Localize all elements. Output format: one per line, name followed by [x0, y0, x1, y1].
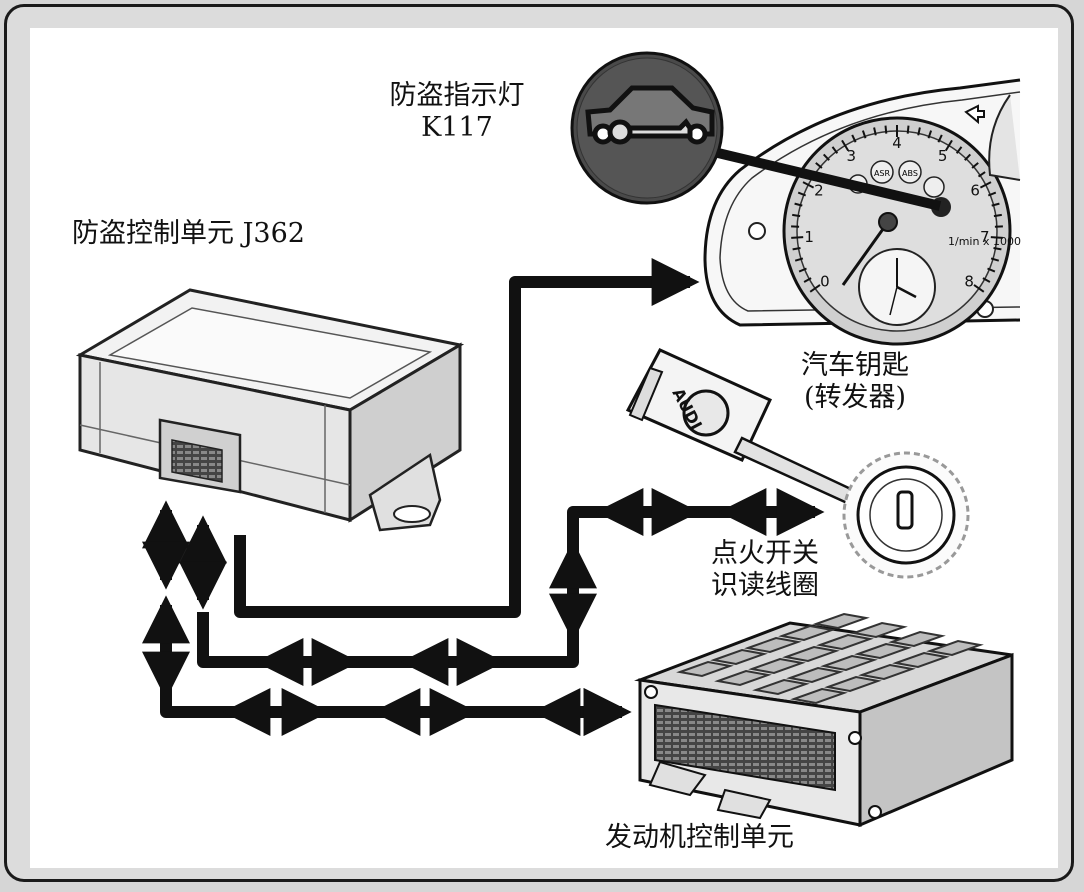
scale-tick — [791, 236, 804, 239]
scale-tick — [993, 213, 1002, 218]
scale-tick — [993, 247, 1002, 251]
scale-tick — [937, 134, 943, 143]
scale-tick — [884, 125, 888, 134]
ignition-switch — [842, 451, 970, 579]
anti-theft-indicator-lamp — [570, 51, 942, 211]
ecu-fin — [926, 639, 984, 657]
ecu-fin — [748, 657, 806, 675]
svg-text:ABS: ABS — [902, 169, 918, 178]
scale-tick — [851, 134, 857, 143]
scale-tick — [794, 257, 804, 262]
car-key-label-line1: 汽车钥匙 — [801, 350, 909, 381]
ecu-fin — [752, 678, 810, 696]
ecu-fin — [744, 636, 802, 654]
ecu-fin — [790, 687, 848, 705]
scale-tick — [822, 153, 830, 161]
indicator-lamp-label: 防盗指示灯 K117 — [372, 80, 542, 144]
scale-tick — [971, 162, 979, 169]
scale-tick — [927, 130, 933, 139]
ignition-coil-label-line2: 识读线圈 — [711, 570, 819, 601]
ecu-fin — [850, 621, 908, 639]
svg-text:ASR: ASR — [874, 169, 891, 178]
ecu-fin — [710, 648, 768, 666]
scale-number: 6 — [970, 181, 980, 199]
scale-tick — [987, 267, 996, 273]
ecu-fin — [786, 666, 844, 684]
ignition-coil-label: 点火开关 识读线圈 — [695, 538, 835, 602]
connection-lines — [142, 258, 825, 736]
scale-number: 7 — [980, 228, 990, 246]
indicator-lamp-label-line2: K117 — [421, 112, 493, 143]
scale-tick — [794, 202, 803, 207]
scale-tick — [990, 236, 1003, 239]
scale-tick — [792, 213, 801, 218]
scale-tick — [792, 247, 801, 251]
scale-number: 8 — [964, 273, 974, 291]
scale-tick — [955, 146, 963, 154]
ecu-fin — [854, 642, 912, 660]
scale-tick — [803, 277, 812, 283]
scale-tick — [987, 191, 997, 197]
car-key-label-line2: (转发器) — [803, 382, 907, 413]
car-key-label: 汽车钥匙 (转发器) — [780, 350, 930, 414]
warning-lamp-asr: ASR — [870, 160, 894, 184]
turn-signal-arrow-icon — [964, 104, 985, 125]
scale-number: 1 — [804, 228, 814, 246]
scale-tick — [861, 130, 867, 139]
scale-tick — [841, 139, 850, 152]
warning-lamp-abs: ABS — [898, 160, 922, 184]
scale-tick — [964, 153, 972, 161]
right-gauge — [964, 94, 1021, 181]
scale-tick — [979, 181, 992, 189]
scale-tick — [982, 277, 991, 283]
line-to-indicator-lamp — [234, 258, 700, 618]
scale-number: 5 — [938, 147, 948, 165]
clock-subdial — [858, 248, 936, 326]
ecu-fin — [676, 660, 734, 678]
instrument-cluster: 0 1 2 3 4 5 6 7 8 1/min x 1000 ASR ABS — [703, 78, 1021, 346]
scale-tick — [944, 139, 953, 152]
ecu-fin — [858, 663, 916, 681]
ecu-fin — [778, 624, 836, 642]
ecu-fin — [892, 651, 950, 669]
ignition-coil-label-line1: 点火开关 — [711, 538, 819, 569]
scale-number: 2 — [814, 181, 824, 199]
ecu-fin — [824, 675, 882, 693]
warning-lamp-glow-icon — [923, 176, 945, 198]
indicator-lamp-label-line1: 防盗指示灯 — [389, 80, 525, 111]
scale-tick — [798, 267, 807, 273]
ecu-fin — [782, 645, 840, 663]
scale-tick — [802, 181, 815, 189]
tachometer: 0 1 2 3 4 5 6 7 8 1/min x 1000 ASR ABS — [782, 116, 1021, 346]
scale-tick — [906, 125, 910, 134]
ecu-fin — [714, 669, 772, 687]
scale-tick — [815, 162, 823, 169]
needle-hub — [878, 212, 898, 232]
scale-tick — [977, 171, 986, 178]
engine-unit-label: 发动机控制单元 — [605, 822, 794, 853]
scale-number: 3 — [847, 147, 857, 165]
immobilizer-control-unit — [75, 288, 465, 532]
connector-plug — [158, 418, 242, 494]
scale-tick — [991, 202, 1000, 207]
scale-tick — [831, 146, 839, 154]
ecu-fin — [820, 654, 878, 672]
scale-tick — [917, 127, 921, 136]
ecu-fin — [812, 612, 870, 630]
scale-tick — [990, 257, 1000, 262]
scale-number: 0 — [820, 273, 830, 291]
rpm-unit-label: 1/min x 1000 — [948, 235, 1021, 248]
ecu-fin — [816, 633, 874, 651]
scale-tick — [973, 284, 985, 293]
engine-control-unit — [634, 612, 1014, 828]
scale-tick — [797, 191, 807, 197]
immobilizer-unit-label: 防盗控制单元 J362 — [72, 218, 305, 249]
scale-number: 4 — [892, 134, 902, 152]
scale-tick — [809, 284, 821, 293]
car-key-symbol-icon — [585, 85, 715, 145]
ecu-fin — [888, 630, 946, 648]
scale-tick — [873, 127, 877, 136]
